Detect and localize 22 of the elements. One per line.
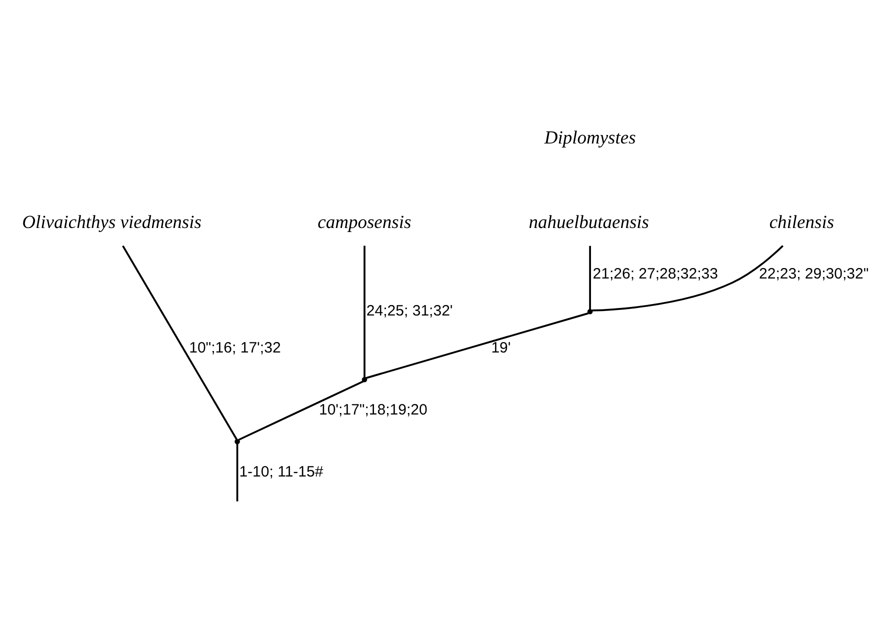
- edge-label: 21;26; 27;28;32;33: [592, 265, 718, 282]
- node-point: [587, 308, 593, 314]
- connector: [238, 380, 364, 440]
- node-text: Olivaichthys viedmensis: [22, 212, 202, 233]
- label: Diplomystes: [544, 128, 636, 148]
- connector: [122, 244, 238, 440]
- connector: [366, 312, 589, 378]
- node-point: [362, 376, 368, 382]
- connector: [236, 443, 238, 501]
- node-text: camposensis: [318, 212, 412, 233]
- edge-label: 10';17";18;19;20: [318, 401, 428, 418]
- connector: [364, 245, 366, 377]
- edge-label: 22;23; 29;30;32": [759, 265, 869, 282]
- connector: [592, 244, 784, 311]
- edge-label: 24;25; 31;32': [366, 302, 453, 320]
- node-text: nahuelbutaensis: [528, 212, 649, 233]
- node-point: [234, 438, 240, 444]
- edge-label: 1-10; 11-15#: [239, 463, 324, 480]
- node-text: chilensis: [769, 212, 834, 233]
- connector: [589, 245, 591, 310]
- edge-label: 19': [491, 339, 511, 356]
- edge-label: 10";16; 17';32: [189, 339, 281, 356]
